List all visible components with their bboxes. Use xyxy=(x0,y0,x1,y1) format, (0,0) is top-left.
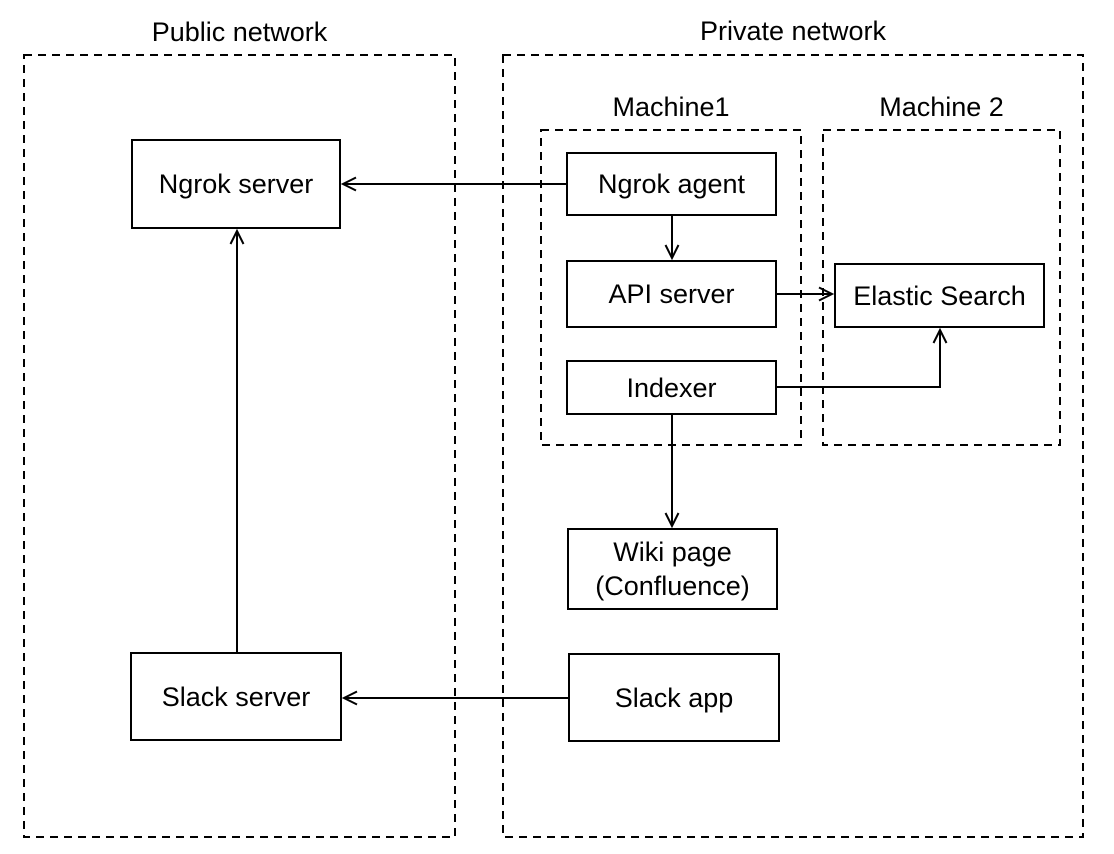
node-wiki-page: Wiki page (Confluence) xyxy=(567,528,778,610)
public-network-label: Public network xyxy=(151,17,328,47)
node-api-server: API server xyxy=(566,260,777,328)
node-ngrok-agent: Ngrok agent xyxy=(566,152,777,216)
node-ngrok-agent-label: Ngrok agent xyxy=(597,169,746,199)
machine2-boundary xyxy=(822,129,1061,446)
node-wiki-page-label-line1: Wiki page xyxy=(613,537,732,567)
node-slack-server-label: Slack server xyxy=(161,681,311,712)
node-elastic-search-label: Elastic Search xyxy=(853,280,1026,311)
private-network-label: Private network xyxy=(699,16,887,46)
node-api-server-label: API server xyxy=(608,279,735,309)
machine2-label: Machine 2 xyxy=(879,92,1004,122)
private-network-boundary xyxy=(502,54,1084,838)
node-wiki-page-label-line2: (Confluence) xyxy=(595,571,750,601)
machine1-label: Machine1 xyxy=(612,92,730,122)
node-slack-app-label: Slack app xyxy=(614,682,734,713)
public-network-boundary xyxy=(23,54,456,838)
node-indexer: Indexer xyxy=(566,360,777,415)
node-indexer-label: Indexer xyxy=(626,372,717,403)
node-slack-server: Slack server xyxy=(130,652,342,741)
node-slack-app: Slack app xyxy=(568,653,780,742)
node-ngrok-server: Ngrok server xyxy=(131,139,341,229)
node-elastic-search: Elastic Search xyxy=(834,263,1045,328)
edge-indexer-to-elastic-search xyxy=(777,327,948,388)
node-ngrok-server-label: Ngrok server xyxy=(158,169,314,199)
